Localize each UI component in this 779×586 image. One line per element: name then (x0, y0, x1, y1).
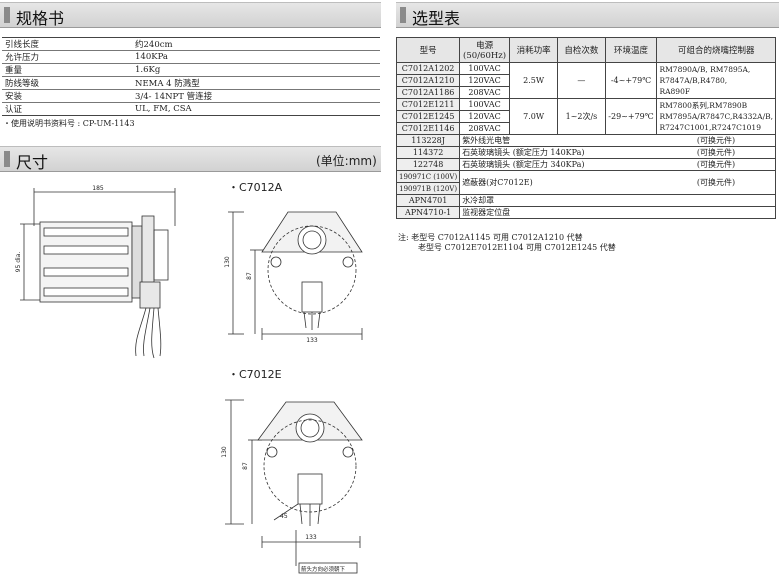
table-row: APN4710-1 监视器定位盘 (395, 206, 776, 219)
c7012a-width: 133 (306, 337, 318, 344)
dims-title: 尺寸 (16, 153, 49, 172)
table-row: C7012E1245 120VAC (395, 110, 776, 123)
table-row: 190971C (100V) 遮蔽器(对C7012E) (可换元件) (395, 170, 776, 195)
table-row: C7012A1210 120VAC (395, 74, 776, 87)
header-bar (400, 7, 406, 23)
header-bar (4, 7, 10, 23)
table-row: C7012A1186 208VAC (395, 86, 776, 99)
side-view-drawing (20, 188, 176, 359)
select-header: 选型表 (396, 2, 779, 28)
c7012a-height-inner: 87 (246, 272, 253, 280)
side-length-label: 185 (92, 185, 104, 192)
dims-unit: (单位:mm) (316, 154, 377, 168)
table-row: APN4701 水冷却罩 (395, 194, 776, 207)
header-bar (4, 151, 10, 167)
table-row: C7012E1211 100VAC 7.0W 1~2次/s -29~+79℃ R… (395, 98, 776, 135)
table-row: C7012E1146 208VAC (395, 122, 776, 135)
c7012e-label: ・C7012E (228, 368, 282, 381)
side-diameter-label: 95 dia. (15, 252, 22, 273)
spec-title: 规格书 (16, 9, 65, 28)
c7012e-height-inner: 87 (242, 462, 249, 470)
dimension-drawings: 185 95 dia. ・C7012A 130 87 133 ・C7012E (15, 181, 363, 574)
dims-header: 尺寸 (0, 146, 381, 172)
table-row: 114372 石英玻璃镜头 (额定压力 140KPa) (可换元件) (395, 146, 776, 159)
c7012e-angle: 45 (280, 513, 288, 520)
c7012e-front-drawing (225, 399, 363, 574)
c7012e-height-total: 130 (221, 446, 228, 458)
select-title: 选型表 (412, 9, 461, 28)
c7012a-height-total: 130 (224, 256, 231, 268)
table-header-row: 型号 电源(50/60Hz) 消耗功率 自检次数 环境温度 可组合的烧嘴控制器 (395, 37, 776, 63)
c7012a-label: ・C7012A (228, 181, 283, 194)
c7012e-width: 133 (305, 534, 317, 541)
table-row: 引线长度约240cm (2, 37, 380, 51)
table-row: 113228J 紫外线光电管 (可换元件) (395, 134, 776, 147)
c7012a-front-drawing (228, 211, 363, 340)
selection-table: 型号 电源(50/60Hz) 消耗功率 自检次数 环境温度 可组合的烧嘴控制器 … (395, 37, 776, 219)
selection-notes: 注: 老型号 C7012A1145 可用 C7012A1210 代替 老型号 C… (398, 233, 616, 252)
spec-header: 规格书 (0, 2, 381, 28)
spec-note: ・使用说明书资料号 : CP-UM-1143 (3, 119, 135, 128)
table-row: 122748 石英玻璃镜头 (额定压力 340KPa) (可换元件) (395, 158, 776, 171)
c7012e-arrow-note: 箭头方向必须朝下 (301, 565, 346, 573)
table-row: C7012A1202 100VAC 2.5W — -4~+79℃ RM7890A… (395, 62, 776, 99)
